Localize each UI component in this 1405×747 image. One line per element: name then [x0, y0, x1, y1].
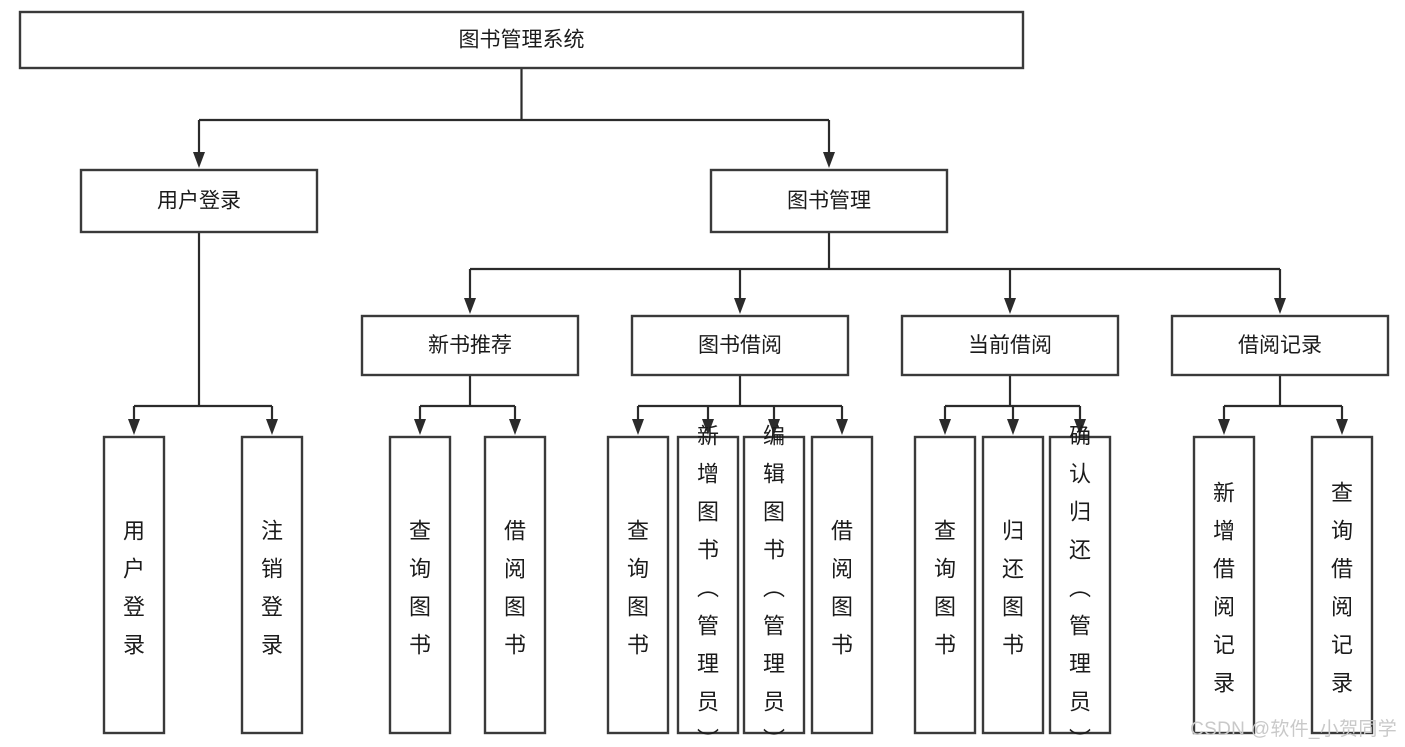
node-box — [102, 435, 166, 735]
node-box — [981, 435, 1045, 735]
node-level2-1[interactable]: 图书管理 — [709, 168, 949, 234]
node-leaf-8[interactable]: 查询图书 — [913, 435, 977, 735]
node-leaf-12[interactable]: 查询借阅记录 — [1310, 435, 1374, 735]
node-box — [709, 168, 949, 234]
node-leaf-10[interactable]: 确认归还︵管理员︶ — [1048, 424, 1112, 747]
node-label: 查询图书 — [409, 519, 431, 658]
node-label: 图书管理 — [787, 190, 871, 213]
node-box — [676, 435, 740, 735]
node-label: 新增借阅记录 — [1213, 481, 1235, 696]
arrow-head — [823, 152, 835, 168]
node-root-system[interactable]: 图书管理系统 — [18, 10, 1025, 70]
arrow-head — [128, 419, 140, 435]
node-box — [742, 435, 806, 735]
node-leaf-11[interactable]: 新增借阅记录 — [1192, 435, 1256, 735]
node-label: 新增图书︵管理员︶ — [697, 424, 719, 747]
node-box — [810, 435, 874, 735]
arrow-head — [836, 419, 848, 435]
node-label: 归还图书 — [1002, 519, 1024, 658]
node-label: 用户登录 — [157, 190, 241, 213]
node-box — [240, 435, 304, 735]
node-box — [388, 435, 452, 735]
arrow-head — [464, 298, 476, 314]
csdn-watermark: CSDN @软件_小贺同学 — [1190, 719, 1397, 740]
node-box — [18, 10, 1025, 70]
arrow-head — [632, 419, 644, 435]
arrow-head — [1336, 419, 1348, 435]
node-leaf-0[interactable]: 用户登录 — [102, 435, 166, 735]
node-box — [630, 314, 850, 377]
node-box — [483, 435, 547, 735]
node-label: 查询图书 — [934, 519, 956, 658]
node-box — [900, 314, 1120, 377]
node-level3-1[interactable]: 图书借阅 — [630, 314, 850, 377]
node-label: 查询借阅记录 — [1331, 481, 1353, 696]
node-box — [360, 314, 580, 377]
arrow-head — [1004, 298, 1016, 314]
arrow-head — [266, 419, 278, 435]
node-layer: 图书管理系统用户登录图书管理新书推荐图书借阅当前借阅借阅记录用户登录注销登录查询… — [18, 10, 1390, 747]
node-label: 确认归还︵管理员︶ — [1069, 424, 1091, 747]
node-box — [79, 168, 319, 234]
connector-layer — [128, 68, 1348, 435]
node-label: 查询图书 — [627, 519, 649, 658]
node-level3-2[interactable]: 当前借阅 — [900, 314, 1120, 377]
arrow-head — [509, 419, 521, 435]
arrow-head — [193, 152, 205, 168]
arrow-head — [768, 419, 780, 435]
node-box — [606, 435, 670, 735]
node-leaf-4[interactable]: 查询图书 — [606, 435, 670, 735]
node-leaf-3[interactable]: 借阅图书 — [483, 435, 547, 735]
node-label: 当前借阅 — [968, 334, 1052, 357]
node-box — [1048, 435, 1112, 735]
node-leaf-2[interactable]: 查询图书 — [388, 435, 452, 735]
arrow-head — [1218, 419, 1230, 435]
arrow-head — [702, 419, 714, 435]
arrow-head — [939, 419, 951, 435]
node-box — [1170, 314, 1390, 377]
node-label: 注销登录 — [261, 519, 283, 658]
node-leaf-5[interactable]: 新增图书︵管理员︶ — [676, 424, 740, 747]
node-level2-0[interactable]: 用户登录 — [79, 168, 319, 234]
node-box — [913, 435, 977, 735]
node-leaf-1[interactable]: 注销登录 — [240, 435, 304, 735]
node-label: 编辑图书︵管理员︶ — [763, 424, 785, 747]
node-leaf-9[interactable]: 归还图书 — [981, 435, 1045, 735]
node-level3-3[interactable]: 借阅记录 — [1170, 314, 1390, 377]
node-box — [1192, 435, 1256, 735]
node-box — [1310, 435, 1374, 735]
node-label: 用户登录 — [123, 519, 145, 658]
node-label: 图书管理系统 — [459, 29, 585, 52]
arrow-head — [414, 419, 426, 435]
node-label: 借阅图书 — [831, 519, 853, 658]
arrow-head — [1007, 419, 1019, 435]
arrow-head — [1074, 419, 1086, 435]
node-leaf-7[interactable]: 借阅图书 — [810, 435, 874, 735]
node-level3-0[interactable]: 新书推荐 — [360, 314, 580, 377]
arrow-head — [1274, 298, 1286, 314]
arrow-head — [734, 298, 746, 314]
node-label: 借阅图书 — [504, 519, 526, 658]
node-label: 图书借阅 — [698, 334, 782, 357]
node-label: 新书推荐 — [428, 334, 512, 357]
node-leaf-6[interactable]: 编辑图书︵管理员︶ — [742, 424, 806, 747]
node-label: 借阅记录 — [1238, 334, 1322, 357]
